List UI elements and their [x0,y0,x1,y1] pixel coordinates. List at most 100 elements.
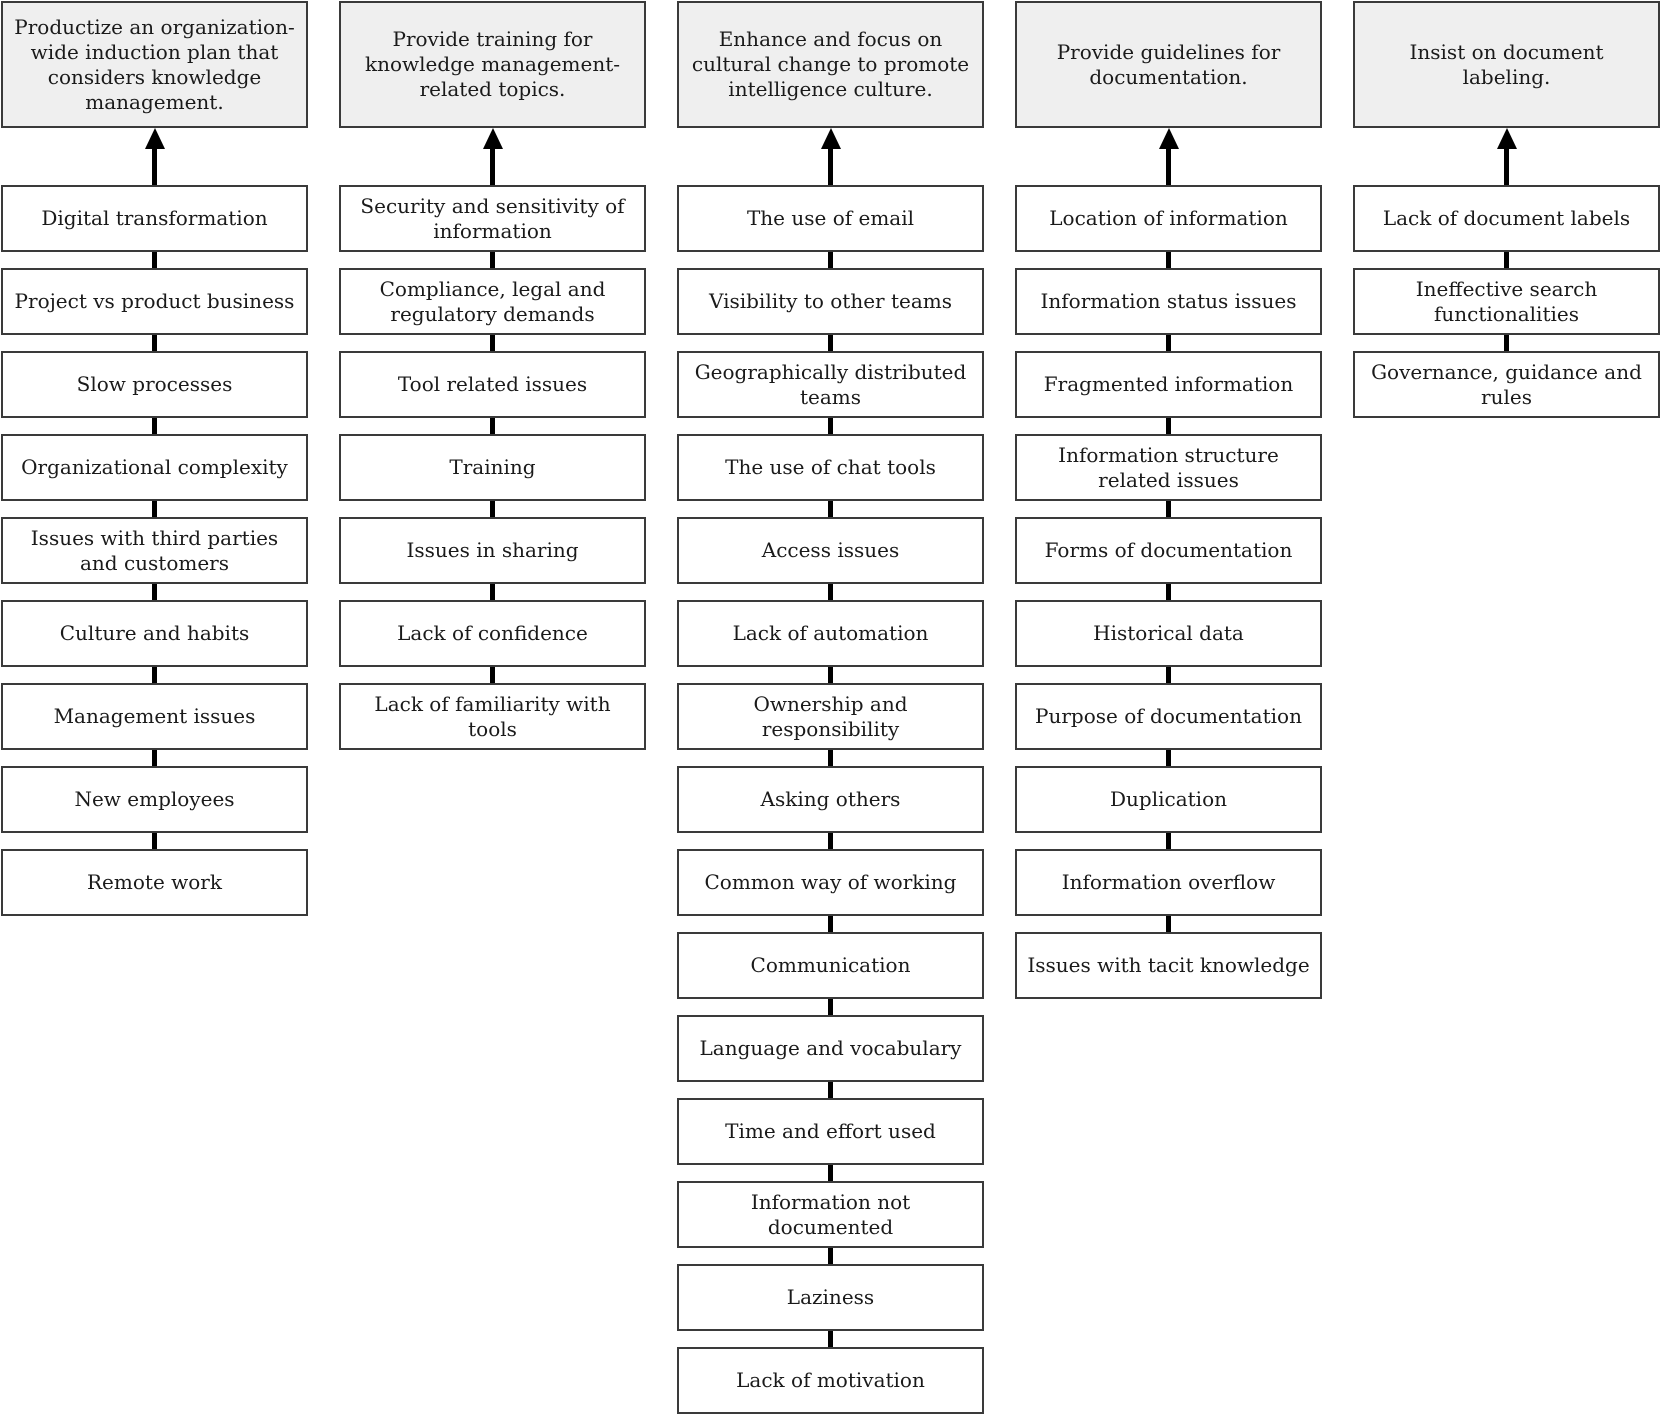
connector-line [828,750,833,766]
issue-box: Access issues [677,517,984,584]
arrow-head [144,128,165,149]
connector-line [490,584,495,600]
diagram-column: Provide guidelines for documentation. Loc… [1015,1,1322,999]
connector-line [1166,252,1171,268]
issue-box: Compliance, legal and regulatory demands [339,268,646,335]
recommendation-box: Insist on document labeling. [1353,1,1660,128]
issue-box: Issues with tacit knowledge [1015,932,1322,999]
connector-line [828,1082,833,1098]
arrow-up-icon [339,128,646,185]
issue-box: Governance, guidance and rules [1353,351,1660,418]
connector-line [828,335,833,351]
issue-box: Information overflow [1015,849,1322,916]
issue-box: Lack of confidence [339,600,646,667]
arrow-head [482,128,503,149]
issue-box: Security and sensitivity of information [339,185,646,252]
connector-line [152,335,157,351]
issue-box: Location of information [1015,185,1322,252]
issue-box: Purpose of documentation [1015,683,1322,750]
arrow-up-icon [677,128,984,185]
connector-line [828,252,833,268]
issue-box: Management issues [1,683,308,750]
connector-line [828,999,833,1015]
arrow-up-icon [1353,128,1660,185]
issue-box: Geographically distributed teams [677,351,984,418]
connector-line [828,501,833,517]
arrow-shaft [490,142,495,185]
issue-box: Information structure related issues [1015,434,1322,501]
issue-box: Lack of motivation [677,1347,984,1414]
connector-line [828,667,833,683]
connector-line [1166,418,1171,434]
arrow-shaft [1166,142,1171,185]
issue-box: Tool related issues [339,351,646,418]
connector-line [152,750,157,766]
issue-box: Information not documented [677,1181,984,1248]
issue-box: Lack of automation [677,600,984,667]
connector-line [1166,501,1171,517]
issue-box: Communication [677,932,984,999]
issue-box: Lack of document labels [1353,185,1660,252]
issue-box: Ineffective search functionalities [1353,268,1660,335]
issue-box: Information status issues [1015,268,1322,335]
connector-line [828,418,833,434]
connector-line [152,584,157,600]
recommendation-box: Productize an organization-wide inductio… [1,1,308,128]
connector-line [152,252,157,268]
recommendation-box: Enhance and focus on cultural change to … [677,1,984,128]
arrow-shaft [1504,142,1509,185]
issue-box: Slow processes [1,351,308,418]
issue-box: Ownership and responsibility [677,683,984,750]
connector-line [1166,584,1171,600]
issue-box: Digital transformation [1,185,308,252]
arrow-shaft [152,142,157,185]
issue-box: Time and effort used [677,1098,984,1165]
issue-box: Visibility to other teams [677,268,984,335]
connector-line [490,501,495,517]
arrow-head [1496,128,1517,149]
connector-line [152,667,157,683]
connector-line [828,1331,833,1347]
connector-line [1166,916,1171,932]
arrow-head [1158,128,1179,149]
issue-box: Lack of familiarity with tools [339,683,646,750]
issue-box: Training [339,434,646,501]
issue-box: Forms of documentation [1015,517,1322,584]
connector-line [1504,335,1509,351]
issue-box: Remote work [1,849,308,916]
issue-box: Historical data [1015,600,1322,667]
connector-line [1166,750,1171,766]
issue-box: Fragmented information [1015,351,1322,418]
issue-box: Duplication [1015,766,1322,833]
connector-line [1166,335,1171,351]
connector-line [828,833,833,849]
issue-box: The use of email [677,185,984,252]
connector-line [828,584,833,600]
connector-line [152,501,157,517]
issue-box: Laziness [677,1264,984,1331]
connector-line [1166,667,1171,683]
connector-line [490,667,495,683]
connector-line [828,1248,833,1264]
connector-line [490,335,495,351]
issue-box: New employees [1,766,308,833]
issue-box: Language and vocabulary [677,1015,984,1082]
diagram-column: Insist on document labeling. Lack of docu… [1353,1,1660,418]
issue-box: Issues with third parties and customers [1,517,308,584]
issue-box: Organizational complexity [1,434,308,501]
arrow-up-icon [1015,128,1322,185]
connector-line [1166,833,1171,849]
diagram-column: Productize an organization-wide inductio… [1,1,308,916]
connector-line [828,916,833,932]
issue-box: Asking others [677,766,984,833]
issue-box: Issues in sharing [339,517,646,584]
connector-line [490,418,495,434]
recommendation-box: Provide guidelines for documentation. [1015,1,1322,128]
issue-box: Project vs product business [1,268,308,335]
diagram-column: Enhance and focus on cultural change to … [677,1,984,1414]
connector-line [1504,252,1509,268]
issue-box: Common way of working [677,849,984,916]
arrow-head [820,128,841,149]
connector-line [490,252,495,268]
